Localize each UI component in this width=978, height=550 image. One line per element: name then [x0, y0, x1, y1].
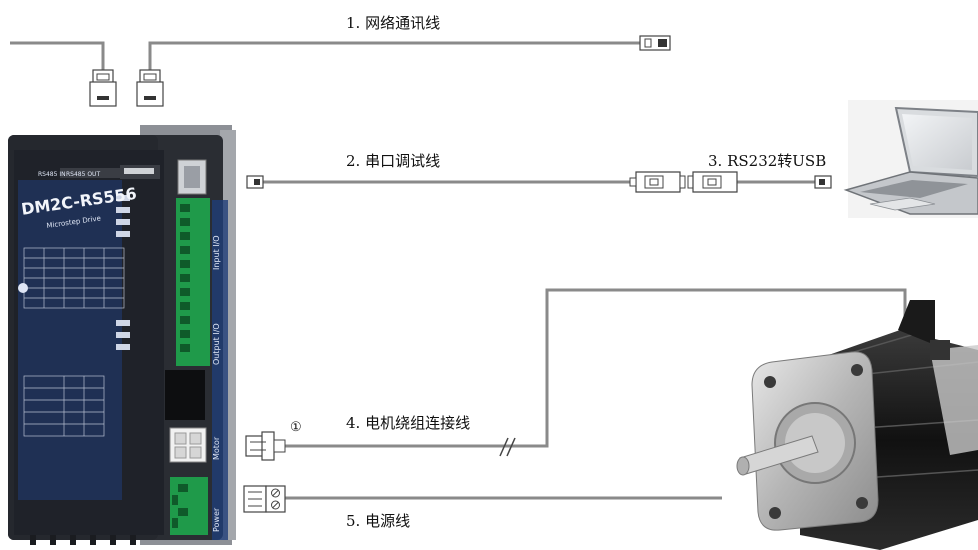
connector-icon: [89, 69, 117, 107]
connector-icon: [243, 485, 286, 513]
driver-side-label-motor: Motor: [212, 436, 221, 460]
connector-icon: [629, 171, 686, 193]
connector-icon: [136, 69, 164, 107]
stepper-driver-icon: [8, 125, 236, 545]
cable-label-rs232-usb: 3. RS232转USB: [708, 152, 827, 170]
connector-icon: [246, 175, 264, 189]
cable-label-serial-debug: 2. 串口调试线: [346, 152, 441, 170]
cable-network: [10, 41, 640, 70]
driver-side-label-output: Output I/O: [212, 323, 221, 365]
stepper-motor-icon: [736, 300, 978, 550]
connector-icon: [814, 175, 832, 189]
connector-icon: [245, 431, 286, 461]
cable-motor-winding: [285, 288, 907, 457]
connector-icon: [639, 35, 671, 51]
cable-label-motor-winding: 4. 电机绕组连接线: [346, 414, 471, 432]
laptop-icon: [843, 100, 978, 218]
cable-label-network: 1. 网络通讯线: [346, 14, 441, 32]
driver-port-label: RS485 OUT: [66, 171, 101, 178]
connector-marker-label: ①: [290, 420, 302, 435]
cable-label-power: 5. 电源线: [346, 512, 411, 530]
driver-port-label: RS485 IN: [38, 171, 66, 178]
driver-side-label-input: Input I/O: [212, 235, 221, 270]
connector-icon: [687, 171, 738, 193]
driver-side-label-power: Power: [212, 507, 221, 532]
